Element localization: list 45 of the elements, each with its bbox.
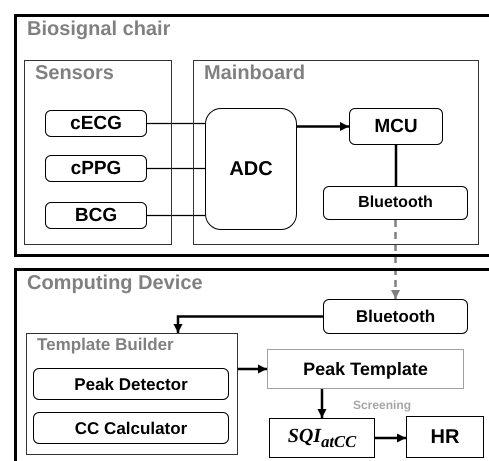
- group-panel: [26, 333, 238, 455]
- process-box: [349, 108, 443, 145]
- process-box: [33, 368, 229, 400]
- process-box: [45, 202, 147, 229]
- process-box: [33, 412, 229, 444]
- group-title: Computing Device: [27, 273, 203, 293]
- node-label: MCU: [374, 117, 418, 136]
- node-label: cPPG: [70, 159, 122, 178]
- connector-arrow: [391, 220, 400, 299]
- process-box: [45, 110, 147, 137]
- system-panel: [14, 14, 489, 257]
- group-title: Sensors: [35, 63, 114, 83]
- node-label: Bluetooth: [356, 308, 436, 325]
- group-panel: [24, 60, 172, 245]
- connector-arrow: [318, 389, 326, 418]
- process-box: [406, 416, 484, 458]
- node-label: Bluetooth: [358, 195, 433, 211]
- connector-arrow: [238, 364, 267, 374]
- group-panel: [193, 60, 479, 245]
- annotation-label: Screening: [353, 398, 412, 412]
- node-label: BCG: [74, 206, 118, 225]
- connector-arrow: [297, 122, 349, 131]
- converter-box: [205, 108, 297, 230]
- node-label: CC Calculator: [74, 420, 188, 436]
- process-box: [323, 299, 468, 334]
- node-label: SQI$_{atCC}$: [288, 426, 356, 450]
- node-label: cECG: [70, 114, 122, 133]
- connector-line: [394, 145, 398, 186]
- connector-arrow: [375, 434, 406, 442]
- process-box: [45, 155, 147, 182]
- node-label: HR: [430, 427, 460, 447]
- connector-arrow: [174, 315, 323, 333]
- group-title: Template Builder: [37, 336, 174, 353]
- process-box: [323, 186, 468, 220]
- node-label: Peak Template: [303, 360, 428, 378]
- node-label: ADC: [229, 159, 273, 179]
- group-title: Mainboard: [204, 63, 306, 83]
- system-panel: [14, 268, 489, 461]
- connector-line: [147, 122, 205, 124]
- connector-line: [147, 168, 205, 170]
- process-box: [269, 418, 375, 458]
- process-box: [267, 349, 464, 389]
- connector-line: [147, 214, 205, 216]
- node-label: Peak Detector: [74, 376, 188, 392]
- group-title: Biosignal chair: [27, 19, 170, 39]
